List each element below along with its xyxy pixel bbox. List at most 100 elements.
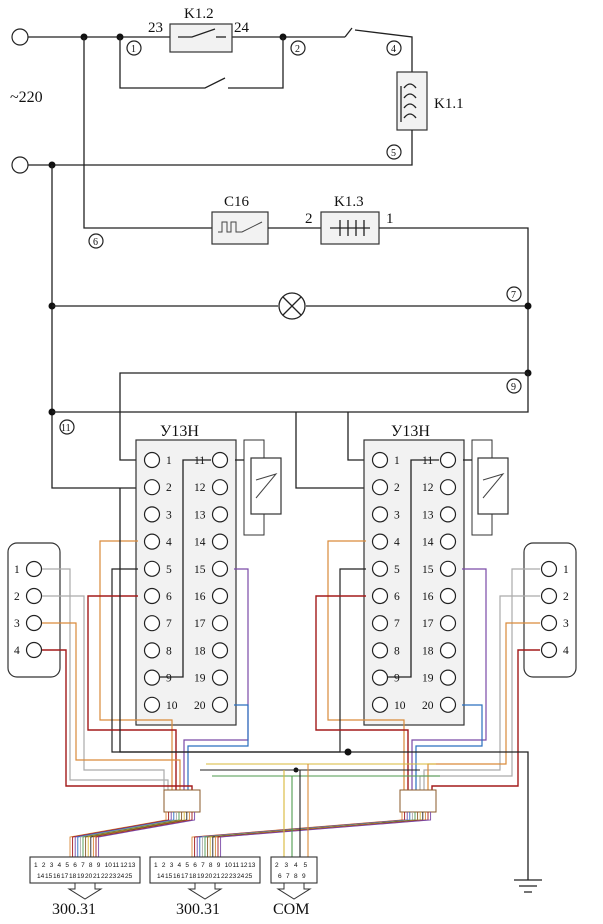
sensor-pin (540, 587, 558, 605)
module-pin-label: 9 (166, 673, 172, 685)
connector-pin-label: 18 (189, 873, 197, 880)
module-pin-label: 1 (166, 455, 172, 467)
connector-pin-label: 5 (185, 862, 189, 869)
sensor-pin (25, 587, 43, 605)
module-pin-label: 15 (422, 564, 434, 576)
connector-pin-label: 11 (112, 862, 119, 869)
node-label: 6 (93, 237, 98, 248)
module-pin-label: 3 (394, 509, 400, 521)
connector-pin-label: 11 (232, 862, 239, 869)
module-pin (211, 506, 229, 523)
connector-pin-label: 23 (229, 873, 237, 880)
node-label: 1 (131, 44, 136, 55)
module-pin-label: 12 (194, 482, 206, 494)
module-pin-label: 13 (422, 509, 434, 521)
module-pin-label: 3 (166, 509, 172, 521)
connector-com-label: COM (273, 901, 309, 918)
module-pin-label: 19 (194, 673, 206, 685)
module-pin (439, 451, 457, 469)
module-pin-label: 9 (394, 673, 400, 685)
connector-pin-label: 3 (285, 862, 289, 869)
module-pin (371, 587, 389, 605)
sensor-pin-label: 4 (14, 645, 20, 657)
node-label: 7 (511, 290, 516, 301)
module-pin-label: 5 (166, 564, 172, 576)
module-pin (143, 669, 161, 686)
module-pin-label: 1 (394, 455, 400, 467)
sensor-right-body (523, 542, 577, 678)
connector-pin-label: 8 (294, 873, 298, 880)
module-pin (439, 533, 457, 550)
connector-pin-label: 3 (50, 862, 54, 869)
module-pin (143, 479, 161, 496)
module-pin-label: 20 (422, 700, 434, 712)
connector-pin-label: 6 (73, 862, 77, 869)
harness-wire (72, 812, 170, 857)
timer-relay-ref: K1.3 (334, 194, 364, 210)
connector-pin-label: 16 (173, 873, 181, 880)
connector-left-label: 300.31 (52, 901, 96, 918)
module-pin-label: 7 (166, 618, 172, 630)
module-pin-label: 5 (394, 564, 400, 576)
module-pin (371, 506, 389, 523)
node-label: 4 (391, 44, 396, 55)
connector-pin-label: 2 (275, 862, 279, 869)
module-pin (211, 587, 229, 605)
module-pin (371, 615, 389, 632)
connector-pin-label: 23 (109, 873, 117, 880)
connector-pin-label: 14 (37, 873, 45, 880)
module-pin (143, 587, 161, 605)
connector-pin-label: 25 (245, 873, 253, 880)
supply-terminal-top (11, 28, 29, 46)
module-pin (211, 615, 229, 632)
module-pin (371, 451, 389, 469)
module-pin (371, 533, 389, 550)
module-pin (439, 642, 457, 659)
connector-pin-label: 6 (278, 873, 282, 880)
connector-pin-label: 6 (193, 862, 197, 869)
connector-pin-label: 4 (294, 862, 298, 869)
harness-wire (79, 812, 177, 857)
connector-body (149, 856, 261, 884)
module-pin (439, 506, 457, 523)
connector-pin-label: 9 (97, 862, 101, 869)
connector-pin-label: 10 (105, 862, 113, 869)
module-pin (211, 451, 229, 469)
relay-coil-ref: K1.1 (434, 96, 464, 112)
node-label: 2 (295, 44, 300, 55)
sensor-pin (25, 560, 43, 578)
module-pin-label: 11 (422, 455, 433, 467)
harness-wire (69, 812, 167, 857)
module-pin-label: 7 (394, 618, 400, 630)
module-pin-label: 13 (194, 509, 206, 521)
connector-pin-label: 22 (101, 873, 109, 880)
wire-harness (42, 488, 542, 893)
module-pin (439, 587, 457, 605)
module-pin (439, 669, 457, 686)
connector-body (29, 856, 141, 884)
relay-contact-box (169, 23, 233, 53)
harness-wire (82, 812, 180, 857)
module-pin (211, 560, 229, 577)
connector-middle-label: 300.31 (176, 901, 220, 918)
harness-wire (90, 812, 188, 857)
module-pin (439, 560, 457, 577)
connector-pin-label: 12 (120, 862, 128, 869)
module-pin-label: 16 (422, 591, 434, 603)
connector-pin-label: 22 (221, 873, 229, 880)
module-pin-label: 14 (422, 537, 434, 549)
sensor-pin-label: 4 (563, 645, 569, 657)
module-pin (439, 696, 457, 713)
connector-pin-label: 5 (65, 862, 69, 869)
module-pin (439, 615, 457, 632)
module-pin (371, 669, 389, 686)
module-pin (143, 560, 161, 577)
module-pin-label: 18 (194, 645, 206, 657)
relay-contact-pin-b: 24 (234, 20, 250, 36)
connector-pin-label: 9 (217, 862, 221, 869)
connector-pin-label: 1 (154, 862, 158, 869)
sensor-pin-label: 3 (14, 618, 20, 630)
module-pin (371, 560, 389, 577)
